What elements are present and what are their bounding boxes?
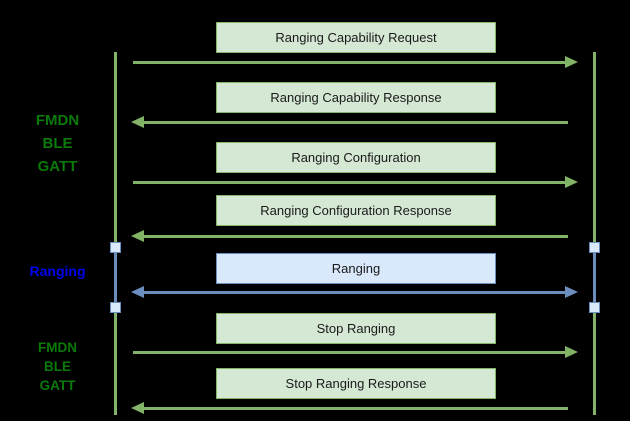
arrow-left-icon [131, 230, 578, 242]
arrow-right-icon [131, 56, 578, 68]
session-endpoint-marker [589, 242, 600, 253]
section-label-fmdn-ble-gatt-bottom: FMDN BLE GATT [38, 340, 77, 393]
session-endpoint-marker [110, 242, 121, 253]
arrowhead-right-icon [565, 346, 578, 358]
session-endpoint-marker [110, 302, 121, 313]
message-box-ranging: Ranging [216, 253, 496, 284]
section-label-fmdn-ble-gatt-top: FMDN BLE GATT [35, 112, 80, 175]
arrow-left-icon [131, 402, 578, 414]
section-label-ranging: Ranging [29, 263, 86, 279]
arrowhead-left-icon [131, 230, 144, 242]
arrowhead-right-icon [565, 56, 578, 68]
arrowhead-right-icon [565, 286, 578, 298]
arrowhead-left-icon [131, 286, 144, 298]
ranging-session-segment-right [593, 247, 596, 308]
arrowhead-right-icon [565, 176, 578, 188]
arrow-shaft [133, 60, 566, 64]
arrow-shaft [133, 350, 566, 354]
message-box-stop-ranging-response: Stop Ranging Response [216, 368, 496, 399]
arrow-right-icon [131, 176, 578, 188]
lifeline-right [593, 52, 596, 415]
lifeline-left [114, 52, 117, 415]
arrow-bidirectional-icon [131, 286, 578, 298]
arrow-shaft [143, 290, 566, 294]
message-box-stop-ranging: Stop Ranging [216, 313, 496, 344]
arrow-shaft [143, 406, 568, 410]
arrow-right-icon [131, 346, 578, 358]
arrowhead-left-icon [131, 402, 144, 414]
arrow-shaft [133, 180, 566, 184]
arrowhead-left-icon [131, 116, 144, 128]
ranging-session-segment-left [114, 247, 117, 308]
message-box-ranging-configuration: Ranging Configuration [216, 142, 496, 173]
message-box-ranging-configuration-response: Ranging Configuration Response [216, 195, 496, 226]
session-endpoint-marker [589, 302, 600, 313]
arrow-shaft [143, 120, 568, 124]
arrow-left-icon [131, 116, 578, 128]
message-box-ranging-capability-response: Ranging Capability Response [216, 82, 496, 113]
arrow-shaft [143, 234, 568, 238]
message-box-ranging-capability-request: Ranging Capability Request [216, 22, 496, 53]
